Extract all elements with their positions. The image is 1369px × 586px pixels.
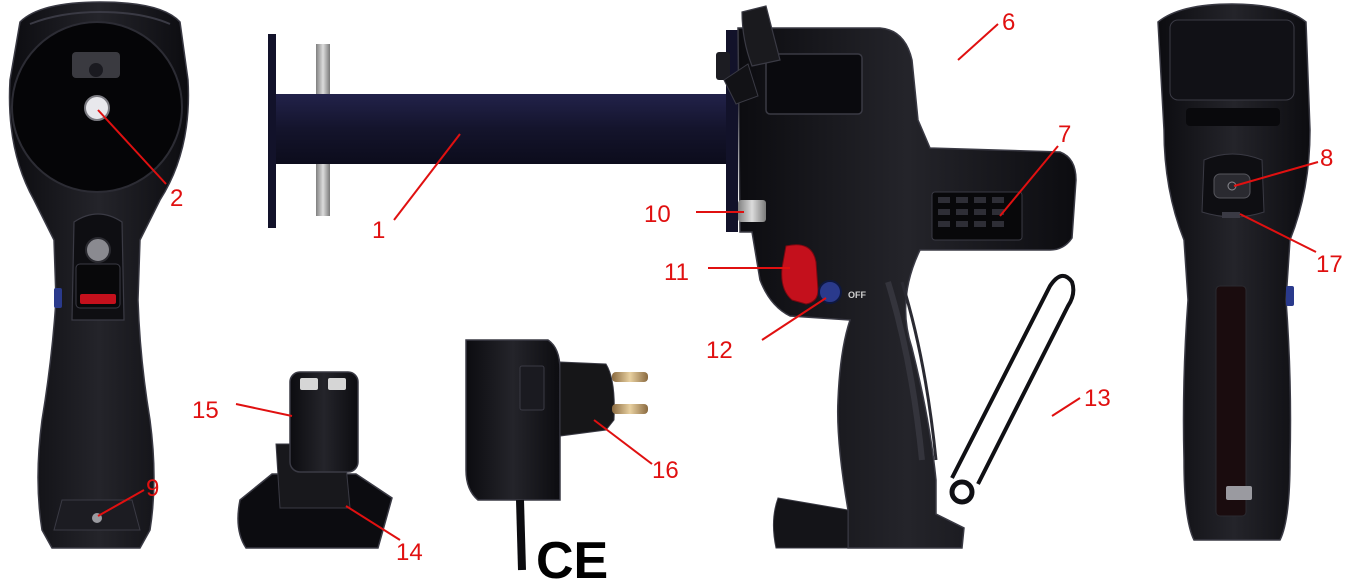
callout-line-12 bbox=[761, 297, 827, 341]
callout-line-6 bbox=[957, 23, 999, 61]
callout-label-2: 2 bbox=[170, 185, 183, 212]
top-sensor-head bbox=[741, 5, 781, 67]
tube-front-flange bbox=[268, 34, 276, 228]
front-view-camera bbox=[89, 63, 103, 77]
callout-line-17 bbox=[1239, 213, 1317, 253]
callout-line-7 bbox=[999, 145, 1059, 217]
front-view-bolt bbox=[85, 237, 111, 263]
cartridge-tube-assembly bbox=[268, 30, 738, 232]
strap-ring bbox=[949, 479, 975, 505]
callout-label-9: 9 bbox=[146, 475, 159, 502]
cartridge-tube bbox=[276, 94, 728, 164]
charger-label-panel bbox=[519, 365, 545, 411]
callout-line-16 bbox=[593, 419, 653, 465]
callout-label-12: 12 bbox=[706, 337, 733, 364]
battery-base bbox=[237, 473, 393, 549]
callout-label-13: 13 bbox=[1084, 385, 1111, 412]
rear-view-body bbox=[1157, 3, 1311, 541]
battery-cell bbox=[289, 371, 359, 473]
off-label: OFF bbox=[848, 290, 866, 300]
side-view: OFF bbox=[268, 5, 1077, 549]
callout-line-8 bbox=[1233, 161, 1319, 187]
grip-texture bbox=[900, 281, 938, 461]
vent-grille bbox=[931, 191, 1023, 241]
rear-view-battery-latch bbox=[1226, 486, 1252, 500]
rear-view-top-panel-slot bbox=[1186, 108, 1280, 126]
callout-line-14 bbox=[345, 505, 401, 541]
side-view-body bbox=[737, 27, 1077, 549]
callout-label-11: 11 bbox=[664, 259, 689, 286]
callout-line-2 bbox=[97, 109, 167, 185]
callout-line-9 bbox=[97, 489, 145, 517]
rear-view bbox=[1157, 3, 1311, 541]
front-view-side-knob bbox=[54, 288, 62, 308]
front-view-laser-lens bbox=[84, 95, 110, 121]
front-view bbox=[8, 1, 190, 549]
side-view-foot bbox=[772, 497, 849, 549]
charger-pin bbox=[612, 372, 648, 382]
charger-pin bbox=[612, 404, 648, 414]
front-view-trigger-tip bbox=[80, 294, 116, 304]
grip-texture bbox=[885, 281, 925, 461]
ce-mark: CE bbox=[536, 532, 608, 586]
on-off-knob bbox=[818, 280, 842, 304]
charger-cable bbox=[516, 499, 526, 571]
callouts bbox=[97, 23, 1319, 541]
charger-body bbox=[465, 339, 561, 501]
callout-label-15: 15 bbox=[192, 397, 219, 424]
charger-plug-housing bbox=[559, 361, 615, 437]
rear-view-button bbox=[1213, 173, 1251, 199]
front-screw bbox=[738, 200, 766, 222]
callout-label-1: 1 bbox=[372, 217, 385, 244]
rear-view-top-panel bbox=[1169, 19, 1295, 101]
front-view-head-rim bbox=[29, 10, 171, 25]
battery-contact bbox=[328, 378, 346, 390]
callout-line-1 bbox=[393, 133, 461, 221]
trigger bbox=[781, 244, 819, 305]
callout-label-10: 10 bbox=[644, 201, 671, 228]
callout-line-15 bbox=[235, 403, 293, 417]
callout-label-17: 17 bbox=[1316, 251, 1343, 278]
battery-pack bbox=[237, 371, 393, 549]
callout-label-14: 14 bbox=[396, 539, 423, 566]
callout-label-6: 6 bbox=[1002, 9, 1015, 36]
rear-adjust-knob bbox=[716, 52, 730, 80]
charger: CE bbox=[465, 339, 648, 586]
callout-labels: 1 2 6 7 8 9 10 11 12 13 14 15 16 17 bbox=[146, 9, 1343, 566]
callout-label-8: 8 bbox=[1320, 145, 1333, 172]
callout-label-16: 16 bbox=[652, 457, 679, 484]
rear-view-grip-channel bbox=[1215, 285, 1247, 517]
rear-view-led bbox=[1222, 212, 1240, 218]
rear-view-side-knob bbox=[1286, 286, 1294, 306]
display-window bbox=[765, 53, 863, 115]
battery-contact bbox=[300, 378, 318, 390]
callout-label-7: 7 bbox=[1058, 121, 1071, 148]
top-sensor-head bbox=[723, 63, 759, 105]
callout-line-13 bbox=[1051, 397, 1081, 417]
wrist-strap bbox=[950, 274, 1076, 485]
